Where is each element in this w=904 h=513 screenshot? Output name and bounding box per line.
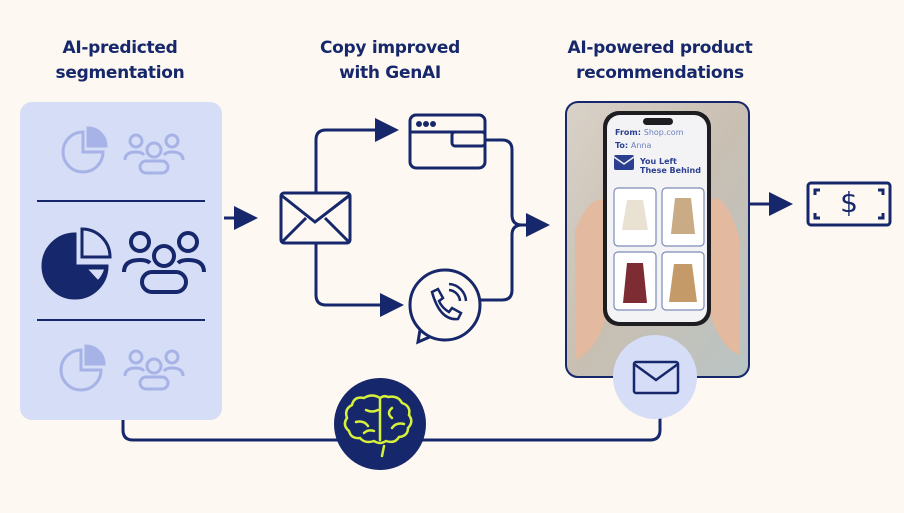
coat-2 (671, 198, 695, 234)
headline-line: These Behind (640, 166, 701, 175)
envelope-icon (632, 360, 680, 395)
title-line: with GenAI (339, 63, 441, 83)
copy-title: Copy improved with GenAI (280, 36, 500, 86)
title-line: segmentation (55, 63, 185, 83)
envelope-icon (279, 191, 352, 245)
pie-chart-icon (41, 227, 112, 300)
segmentation-panel (20, 102, 222, 420)
product-recommendation-card (565, 101, 750, 378)
browser-window-icon (408, 113, 487, 170)
title-line: AI-powered product (567, 38, 753, 58)
coat-4 (669, 264, 697, 302)
people-icon (122, 231, 206, 294)
pie-chart-icon-faded (59, 344, 106, 392)
arrow (314, 243, 404, 317)
dollar-bill-icon (806, 181, 892, 227)
pie-chart-icon-faded (61, 126, 108, 174)
to-label: To: (615, 141, 629, 150)
people-icon-faded (123, 349, 185, 391)
title-line: AI-predicted (62, 38, 178, 58)
arrow (314, 118, 399, 193)
title-line: Copy improved (320, 38, 460, 58)
coat-3 (623, 263, 647, 303)
connector (480, 223, 523, 302)
headline-line: You Left (640, 157, 677, 166)
brain-icon (343, 394, 413, 458)
hand-left (575, 199, 610, 360)
email-from: From: Shop.com (615, 128, 683, 137)
phone-call-bubble-icon (408, 268, 482, 345)
title-line: recommendations (576, 63, 744, 83)
recommendations-title: AI-powered product recommendations (530, 36, 790, 86)
people-icon-faded (123, 133, 185, 175)
dollar-symbol: $ (840, 186, 858, 219)
email-to: To: Anna (615, 141, 651, 150)
email-headline: You Left These Behind (640, 157, 701, 175)
segmentation-title: AI-predicted segmentation (10, 36, 230, 86)
arrow (485, 138, 550, 237)
email-badge (613, 335, 697, 419)
coat-1 (622, 200, 648, 230)
from-label: From: (615, 128, 641, 137)
to-value: Anna (630, 141, 652, 150)
from-value: Shop.com (643, 128, 684, 137)
hand-right (705, 198, 740, 355)
